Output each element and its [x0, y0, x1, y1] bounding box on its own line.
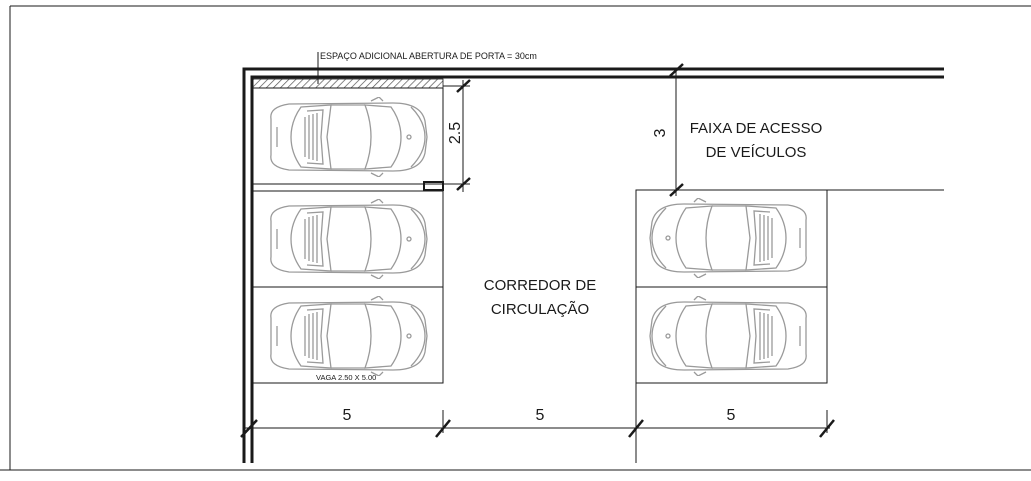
access-strip-label-line2: DE VEÍCULOS — [706, 144, 807, 161]
right-depth-value: 5 — [727, 407, 736, 424]
car-right-2 — [650, 296, 806, 376]
access-strip-width-value: 3 — [652, 128, 669, 137]
boundary-wall — [242, 67, 944, 463]
space-size-note: VAGA 2.50 X 5.00 — [316, 373, 376, 382]
corridor-label-line2: CIRCULAÇÃO — [491, 301, 589, 318]
door-clearance-note: ESPAÇO ADICIONAL ABERTURA DE PORTA = 30c… — [320, 51, 537, 61]
corridor-width-value: 5 — [536, 407, 545, 424]
left-depth-value: 5 — [343, 407, 352, 424]
door-clearance-hatch — [252, 78, 444, 89]
access-strip-dimension — [669, 63, 684, 197]
bottom-dimension-line — [240, 383, 835, 463]
sheet-frame — [0, 5, 1031, 471]
car-right-1 — [650, 198, 806, 278]
space-width-value: 2.5 — [447, 122, 464, 144]
access-strip-label-line1: FAIXA DE ACESSO — [690, 120, 823, 137]
car-left-2 — [270, 199, 428, 279]
car-left-1 — [270, 97, 428, 177]
car-left-3 — [270, 296, 428, 376]
right-parking-spaces — [635, 189, 944, 384]
left-parking-spaces — [252, 87, 444, 384]
corridor-label-line1: CORREDOR DE — [484, 277, 597, 294]
space-width-dimension — [443, 79, 471, 192]
